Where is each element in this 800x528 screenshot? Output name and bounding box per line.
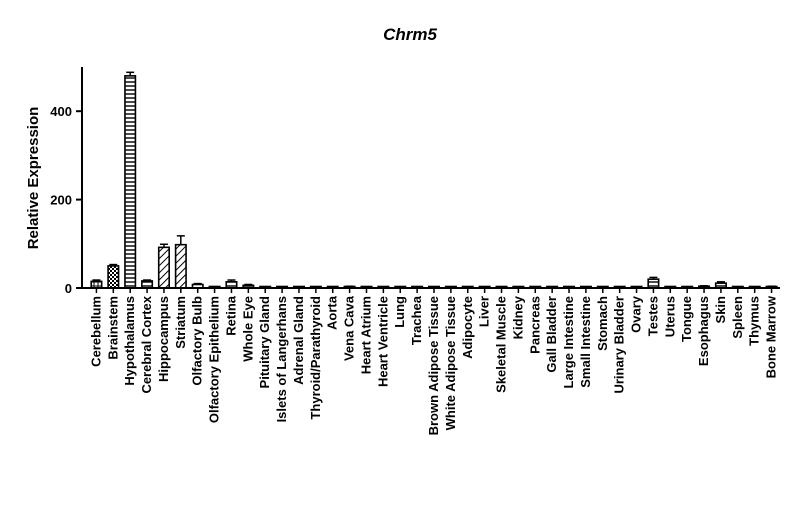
- x-tick-label: Stomach: [595, 296, 610, 351]
- bar-series: [90, 71, 778, 289]
- bar: [141, 280, 154, 289]
- bar: [107, 265, 120, 289]
- x-tick-label: Uterus: [662, 296, 677, 337]
- x-tick-label: Tongue: [679, 296, 694, 342]
- x-tick-label: Whole Eye: [240, 296, 255, 362]
- y-tick-label: 0: [65, 281, 72, 296]
- x-tick-label: Heart Ventricle: [375, 296, 390, 387]
- x-tick-label: Thyroid/Parathyroid: [308, 296, 323, 420]
- x-tick-label: Thymus: [747, 296, 762, 346]
- x-tick-label: Testes: [645, 296, 660, 336]
- y-tick-label: 200: [50, 193, 72, 208]
- bar: [124, 75, 137, 289]
- bar: [647, 278, 660, 289]
- chart-title: Chrm5: [383, 25, 437, 44]
- x-tick-label: Olfactory Epithelium: [207, 296, 222, 423]
- y-axis-label: Relative Expression: [25, 107, 42, 250]
- x-tick-label: Retina: [223, 295, 238, 336]
- x-tick-label: Skin: [713, 296, 728, 324]
- x-tick-label: Heart Atrium: [358, 296, 373, 374]
- x-tick-label: Adipocyte: [460, 296, 475, 359]
- x-tick-label: Adrenal Gland: [291, 296, 306, 385]
- x-tick-label: Hypothalamus: [122, 296, 137, 386]
- bar: [157, 246, 170, 289]
- x-tick-label: Trachea: [409, 295, 424, 345]
- x-tick-label: Urinary Bladder: [612, 296, 627, 394]
- y-axis: 0 200 400: [50, 67, 83, 296]
- x-tick-label: Olfactory Bulb: [190, 296, 205, 386]
- x-tick-label: Liver: [477, 296, 492, 327]
- x-tick-label: Large Intestine: [561, 296, 576, 388]
- x-tick-label: Spleen: [730, 296, 745, 339]
- x-tick-label: Striatum: [173, 296, 188, 349]
- x-tick-label: Kidney: [510, 295, 525, 339]
- y-tick-label: 400: [50, 104, 72, 119]
- x-tick-label: White Adipose Tissue: [443, 296, 458, 430]
- x-tick-label: Brown Adipose Tissue: [426, 296, 441, 435]
- x-tick-label: Gall Bladder: [544, 296, 559, 373]
- x-tick-label: Cerebral Cortex: [139, 295, 154, 393]
- x-tick-label: Ovary: [629, 295, 644, 333]
- x-tick-label: Vena Cava: [342, 295, 357, 361]
- x-tick-label: Skeletal Muscle: [494, 296, 509, 393]
- bar: [174, 243, 187, 289]
- x-tick-label: Esophagus: [696, 296, 711, 366]
- x-tick-label: Brainstem: [105, 296, 120, 360]
- x-tick-label: Pituitary Gland: [257, 296, 272, 389]
- x-tick-label: Small Intestine: [578, 296, 593, 388]
- x-tick-label: Aorta: [325, 295, 340, 330]
- x-tick-label: Islets of Langerhans: [274, 296, 289, 422]
- x-tick-label: Cerebellum: [88, 296, 103, 367]
- x-tick-label: Pancreas: [527, 296, 542, 354]
- x-tick-label: Hippocampus: [156, 296, 171, 382]
- x-tick-label: Bone Marrow: [764, 295, 779, 378]
- x-tick-label: Lung: [392, 296, 407, 328]
